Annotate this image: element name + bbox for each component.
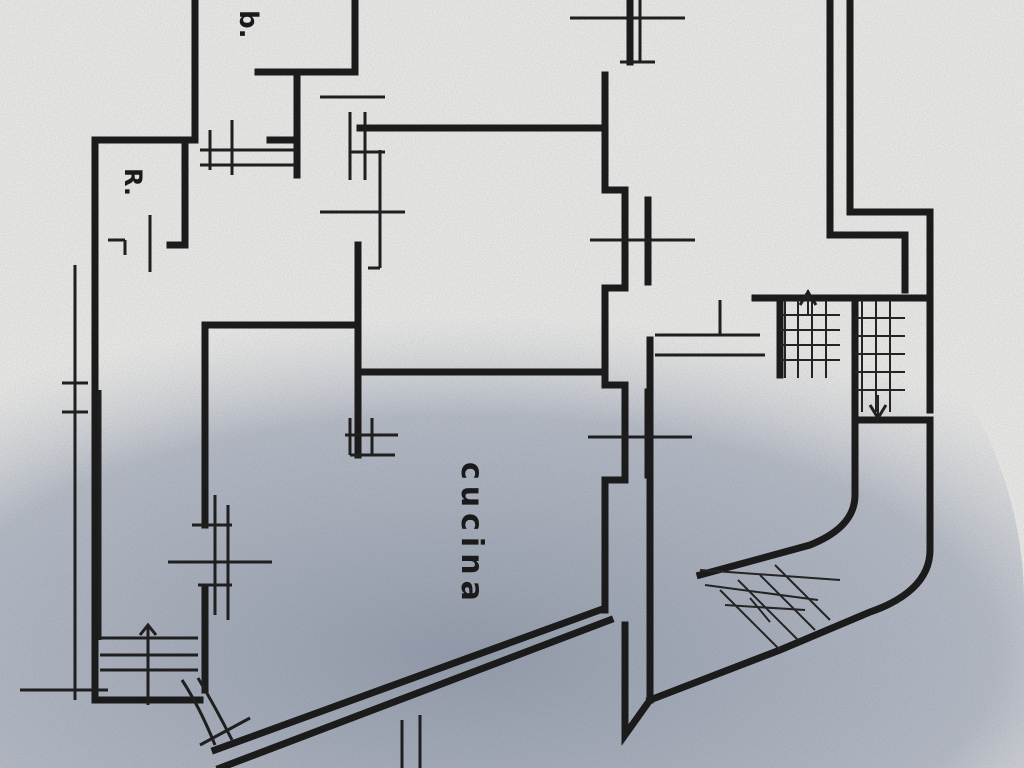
stair-flight-right — [855, 300, 905, 418]
stair-arrow-up — [798, 289, 818, 306]
wall-top-left-room — [91, 0, 359, 704]
stair-arrow-down — [868, 404, 888, 421]
corridor-landing-lines — [655, 300, 765, 357]
wall-curved-landing — [645, 416, 934, 705]
wall-center-vertical — [201, 241, 362, 529]
label-top-left-room: b. — [233, 10, 263, 39]
wall-corridor-column — [601, 71, 629, 614]
wall-right-outer — [826, 0, 934, 414]
door-bottom-left — [20, 622, 198, 705]
wall-bottom-diagonal — [215, 615, 655, 768]
dimension-ticks-corridor — [570, 0, 695, 439]
stair-flight-left — [780, 290, 840, 378]
window-left-wall — [62, 238, 127, 700]
stair-flight-curved — [699, 564, 841, 651]
room-labels: cucina b. R. — [119, 10, 489, 607]
door-jamb-lower — [345, 418, 398, 457]
label-left-small-room: R. — [119, 168, 147, 196]
door-jamb-upper — [320, 95, 405, 270]
wall-curved-inner — [695, 416, 859, 580]
annotations — [20, 0, 765, 768]
stairs-hatching — [699, 289, 905, 651]
wall-bottom-diagonal-outer — [210, 605, 605, 755]
door-bottom-curve — [180, 677, 251, 747]
window-bottom — [400, 715, 422, 768]
label-kitchen: cucina — [454, 462, 489, 607]
bathroom-fixture — [148, 120, 297, 272]
window-kitchen-west — [168, 495, 272, 620]
